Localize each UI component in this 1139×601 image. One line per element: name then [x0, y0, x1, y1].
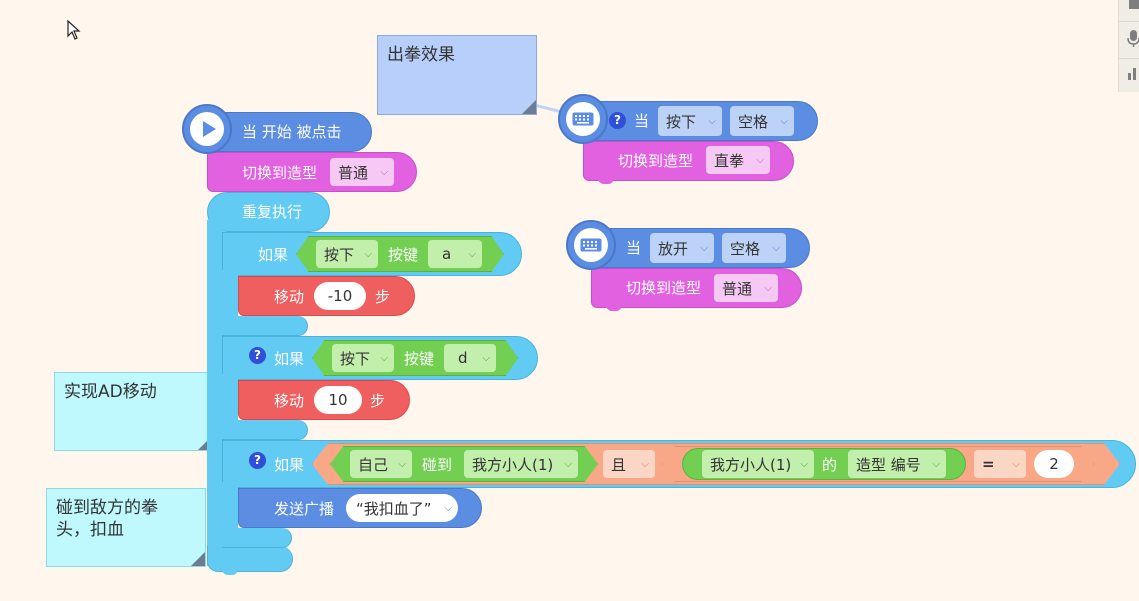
chevron-down-icon: ⌵	[398, 458, 406, 470]
if-block-hit-foot	[222, 528, 292, 548]
chevron-down-icon: ⌵	[756, 154, 764, 166]
key-label: 按键	[404, 350, 435, 368]
comment-punch-effect[interactable]: 出拳效果	[377, 35, 537, 115]
repeat-block-arm	[207, 220, 223, 566]
chevron-down-icon: ⌵	[700, 242, 708, 254]
keyboard-icon-circle[interactable]	[558, 94, 608, 144]
help-icon[interactable]: ?	[609, 112, 626, 129]
touch-label: 碰到	[422, 456, 453, 474]
action-dropdown[interactable]: 放开⌵	[650, 233, 714, 263]
chevron-down-icon: ⌵	[708, 115, 716, 127]
costume-dropdown[interactable]: 直拳⌵	[706, 146, 770, 174]
chevron-down-icon: ⌵	[932, 458, 940, 470]
broadcast-message-dropdown[interactable]: “我扣血了”⌵	[346, 494, 458, 522]
repeat-label: 重复执行	[242, 203, 303, 221]
move-label: 移动	[274, 288, 305, 306]
move-steps-input[interactable]: 10	[314, 386, 362, 414]
costume-dropdown[interactable]: 普通⌵	[714, 274, 778, 302]
chevron-down-icon: ⌵	[641, 458, 649, 470]
chevron-down-icon: ⌵	[800, 458, 808, 470]
resize-handle[interactable]	[522, 100, 536, 114]
comment-text: 碰到敌方的拳头，扣血	[56, 498, 158, 540]
self-dropdown[interactable]: 自己⌵	[350, 450, 412, 478]
play-icon-circle[interactable]	[182, 104, 232, 154]
help-icon[interactable]: ?	[249, 347, 266, 364]
target-dropdown[interactable]: 我方小人(1)⌵	[464, 450, 578, 478]
sprite-icon[interactable]	[1127, 0, 1139, 12]
switch-costume-label: 切换到造型	[618, 152, 694, 170]
if-block-d-foot	[222, 420, 308, 440]
chevron-down-icon: ⌵	[444, 502, 452, 514]
comment-ad-move[interactable]: 实现AD移动	[54, 372, 213, 451]
chevron-down-icon: ⌵	[482, 352, 490, 364]
move-label: 移动	[274, 392, 305, 410]
chevron-down-icon: ⌵	[772, 242, 780, 254]
key-label: 按键	[388, 246, 419, 264]
steps-label: 步	[370, 392, 386, 410]
keyboard-icon-circle[interactable]	[566, 220, 616, 270]
if-block-a-foot	[222, 316, 308, 336]
switch-costume-label: 切换到造型	[242, 164, 318, 182]
resize-handle[interactable]	[191, 552, 205, 566]
switch-costume-label: 切换到造型	[626, 279, 702, 297]
press-dropdown[interactable]: 按下⌵	[316, 240, 378, 268]
when-label: 当	[634, 112, 650, 130]
play-icon	[202, 121, 216, 137]
if-block-d-arm	[222, 374, 238, 430]
cursor-icon	[67, 20, 81, 40]
chevron-down-icon: ⌵	[1012, 458, 1020, 470]
comment-hit-fist[interactable]: 碰到敌方的拳头，扣血	[46, 488, 206, 567]
compare-value-input[interactable]: 2	[1034, 450, 1074, 478]
chart-icon[interactable]	[1127, 66, 1139, 80]
if-block-a-arm	[222, 270, 238, 326]
help-icon[interactable]: ?	[249, 452, 266, 469]
costume-dropdown[interactable]: 普通⌵	[330, 158, 394, 186]
chevron-down-icon: ⌵	[364, 248, 372, 260]
if-block-hit-arm	[222, 482, 238, 538]
key-dropdown[interactable]: 空格⌵	[730, 106, 794, 136]
sprite-dropdown[interactable]: 我方小人(1)⌵	[702, 450, 814, 478]
hat-label: 当 开始 被点击	[242, 123, 342, 141]
if-label: 如果	[274, 350, 305, 368]
key-dropdown[interactable]: 空格⌵	[722, 233, 786, 263]
property-dropdown[interactable]: 造型 编号⌵	[848, 450, 946, 478]
chevron-down-icon: ⌵	[780, 115, 788, 127]
chevron-down-icon: ⌵	[380, 352, 388, 364]
steps-label: 步	[375, 288, 391, 306]
action-dropdown[interactable]: 按下⌵	[658, 106, 722, 136]
move-steps-input[interactable]: -10	[314, 282, 366, 310]
repeat-block-notch	[222, 568, 238, 575]
press-dropdown[interactable]: 按下⌵	[332, 344, 394, 372]
side-toolbar	[1118, 0, 1139, 92]
operator-dropdown[interactable]: =⌵	[974, 450, 1026, 478]
and-dropdown[interactable]: 且⌵	[603, 450, 655, 478]
when-label: 当	[626, 239, 642, 257]
chevron-down-icon: ⌵	[764, 282, 772, 294]
broadcast-label: 发送广播	[274, 500, 335, 518]
comment-text: 实现AD移动	[64, 382, 157, 402]
key-d-dropdown[interactable]: d⌵	[444, 344, 496, 372]
comment-text: 出拳效果	[387, 45, 455, 65]
chevron-down-icon: ⌵	[468, 248, 476, 260]
chevron-down-icon: ⌵	[380, 166, 388, 178]
block-notch	[598, 178, 614, 184]
key-a-dropdown[interactable]: a⌵	[428, 240, 482, 268]
repeat-block[interactable]	[207, 192, 330, 232]
if-label: 如果	[274, 456, 305, 474]
keyboard-icon	[572, 112, 594, 126]
if-label: 如果	[258, 246, 289, 264]
chevron-down-icon: ⌵	[564, 458, 572, 470]
keyboard-icon	[580, 238, 602, 252]
repeat-block-foot	[207, 546, 293, 572]
of-label: 的	[822, 456, 838, 474]
block-notch	[606, 305, 622, 311]
